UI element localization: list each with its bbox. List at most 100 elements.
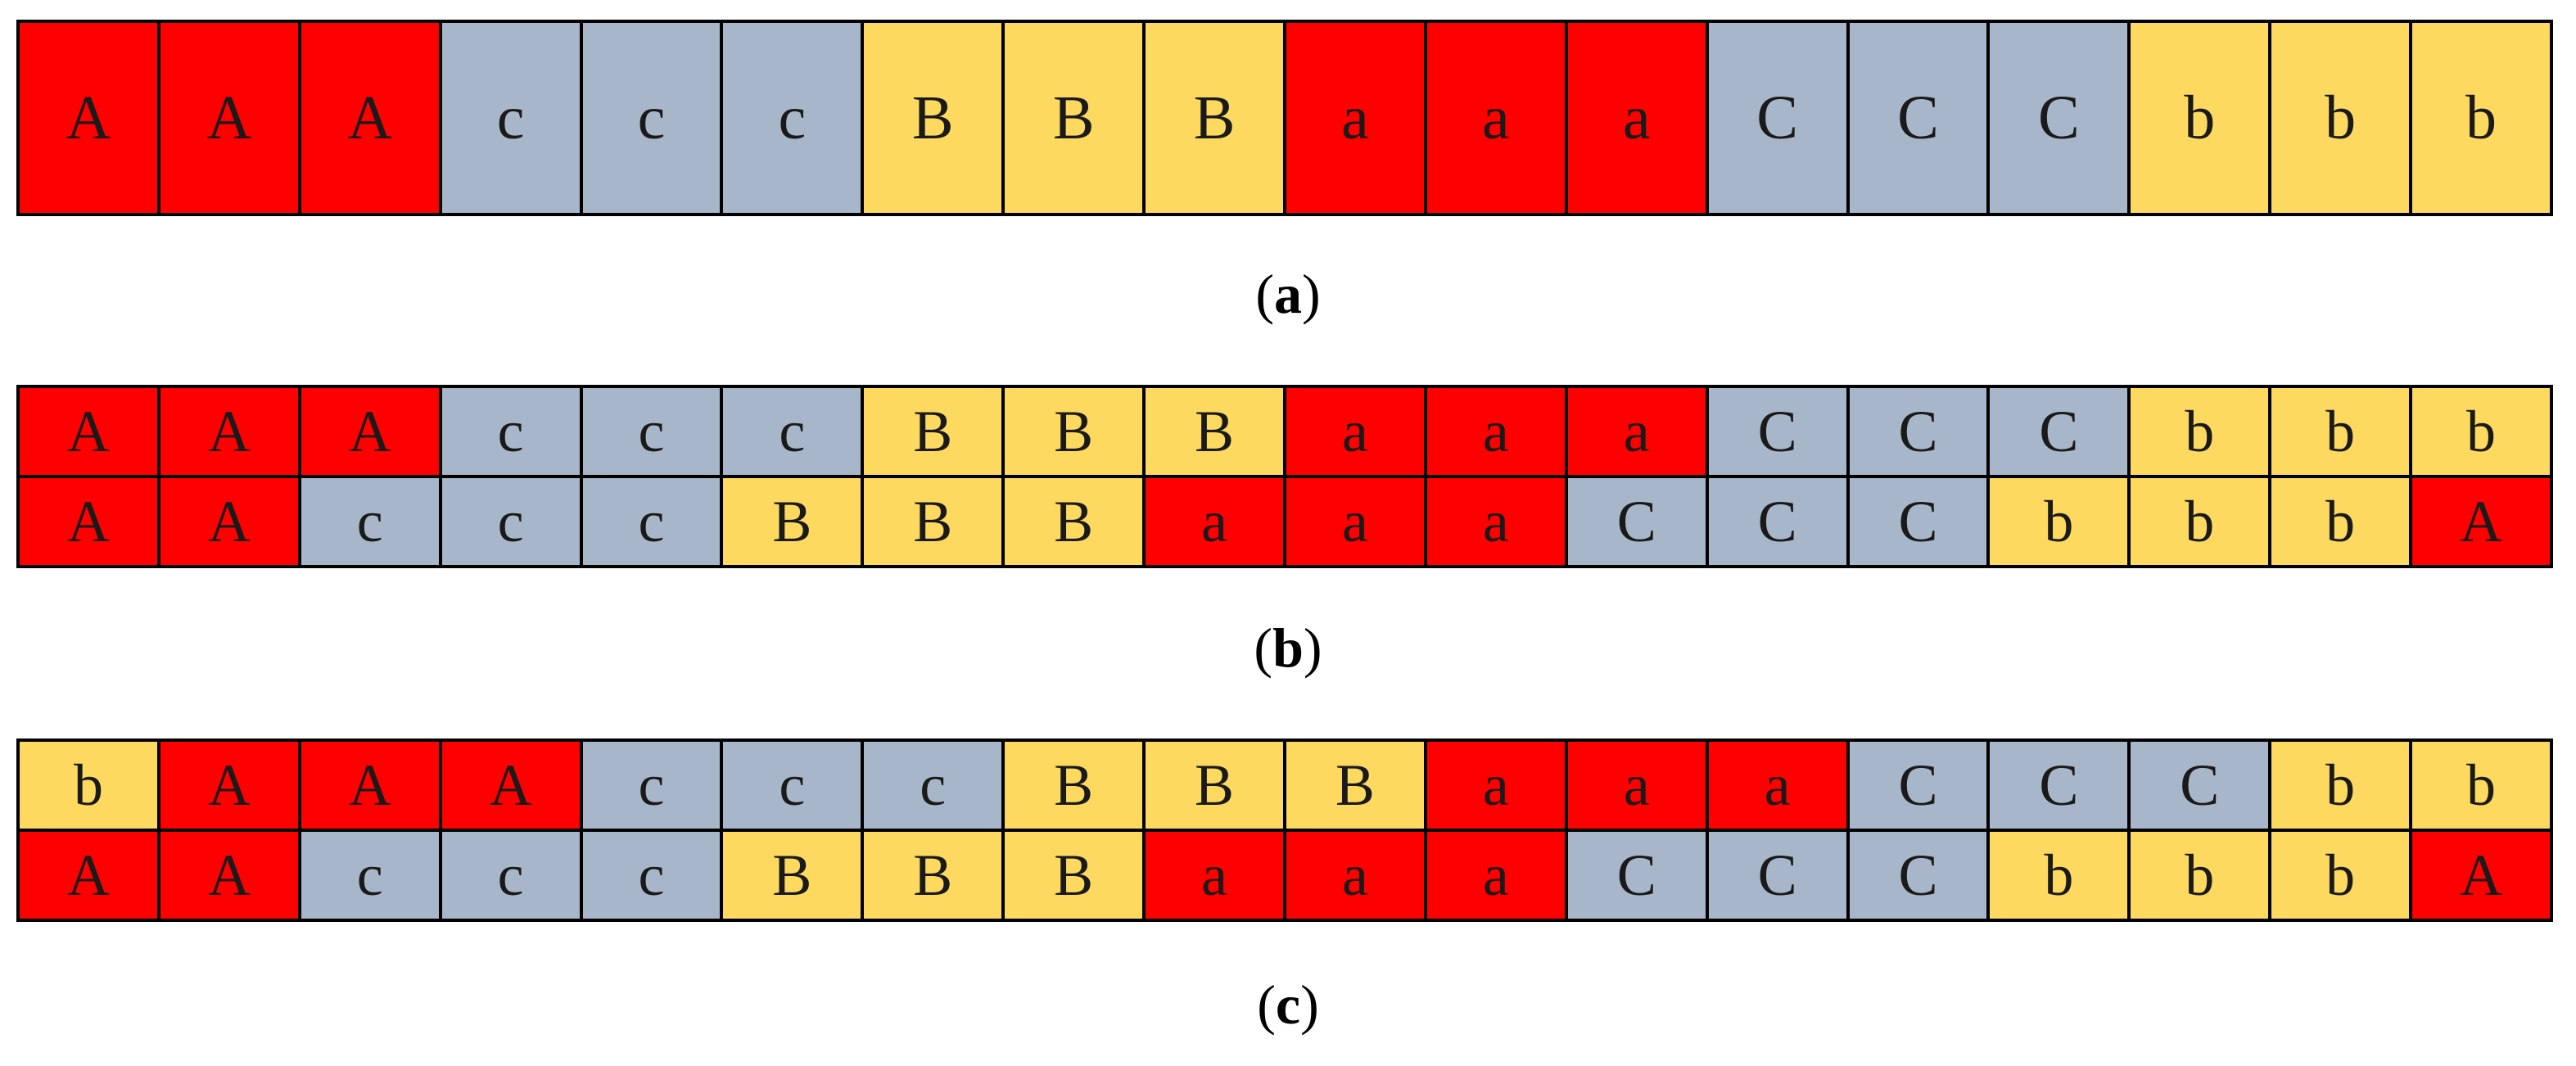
cell-c: c bbox=[582, 478, 724, 568]
caption-letter: c bbox=[1275, 973, 1301, 1036]
cell-C: C bbox=[1708, 388, 1850, 478]
cell-C: C bbox=[1708, 832, 1850, 922]
caption-open-paren: ( bbox=[1257, 973, 1276, 1036]
cell-C: C bbox=[1849, 23, 1991, 216]
cell-b: b bbox=[1990, 832, 2131, 922]
cell-b: b bbox=[2271, 388, 2413, 478]
cell-C: C bbox=[1849, 832, 1991, 922]
cell-c: c bbox=[301, 832, 442, 922]
cell-b: b bbox=[2131, 478, 2272, 568]
cell-b: b bbox=[2412, 23, 2553, 216]
cell-a: a bbox=[1286, 832, 1427, 922]
cell-C: C bbox=[1567, 832, 1709, 922]
cell-B: B bbox=[1005, 388, 1146, 478]
caption-close-paren: ) bbox=[1303, 617, 1322, 679]
cell-b: b bbox=[1990, 478, 2131, 568]
cell-c: c bbox=[301, 478, 442, 568]
cell-C: C bbox=[1567, 478, 1709, 568]
cell-B: B bbox=[864, 478, 1006, 568]
cell-C: C bbox=[1849, 478, 1991, 568]
cell-b: b bbox=[2412, 742, 2553, 832]
caption-close-paren: ) bbox=[1300, 973, 1319, 1036]
cell-A: A bbox=[160, 23, 301, 216]
cell-c: c bbox=[441, 832, 583, 922]
cell-b: b bbox=[2271, 832, 2413, 922]
cell-B: B bbox=[1005, 742, 1146, 832]
cell-A: A bbox=[20, 388, 160, 478]
cell-B: B bbox=[1146, 23, 1286, 216]
cell-a: a bbox=[1567, 23, 1709, 216]
cell-B: B bbox=[1286, 742, 1427, 832]
caption-letter: b bbox=[1272, 617, 1304, 679]
cell-A: A bbox=[160, 478, 301, 568]
caption-open-paren: ( bbox=[1254, 617, 1273, 679]
cell-c: c bbox=[864, 742, 1006, 832]
cell-B: B bbox=[864, 388, 1006, 478]
cell-A: A bbox=[2412, 478, 2553, 568]
caption-c: (c) bbox=[0, 973, 2576, 1037]
caption-b: (b) bbox=[0, 616, 2576, 680]
cell-A: A bbox=[160, 832, 301, 922]
cell-b: b bbox=[2271, 478, 2413, 568]
cell-C: C bbox=[2131, 742, 2272, 832]
cell-A: A bbox=[301, 388, 442, 478]
cell-C: C bbox=[1990, 388, 2131, 478]
cell-b: b bbox=[2412, 388, 2553, 478]
cell-B: B bbox=[1005, 478, 1146, 568]
cell-c: c bbox=[723, 23, 865, 216]
caption-open-paren: ( bbox=[1255, 263, 1274, 325]
cell-C: C bbox=[1990, 23, 2131, 216]
cell-a: a bbox=[1286, 388, 1427, 478]
caption-letter: a bbox=[1274, 263, 1302, 325]
cell-A: A bbox=[441, 742, 583, 832]
cell-B: B bbox=[864, 23, 1006, 216]
cell-a: a bbox=[1146, 478, 1286, 568]
cell-A: A bbox=[301, 742, 442, 832]
cell-C: C bbox=[1990, 742, 2131, 832]
cell-B: B bbox=[1005, 832, 1146, 922]
cell-b: b bbox=[2131, 832, 2272, 922]
cell-C: C bbox=[1849, 742, 1991, 832]
cell-c: c bbox=[723, 388, 865, 478]
cell-B: B bbox=[723, 832, 865, 922]
cell-C: C bbox=[1708, 23, 1850, 216]
cell-A: A bbox=[2412, 832, 2553, 922]
cell-c: c bbox=[723, 742, 865, 832]
cell-c: c bbox=[582, 742, 724, 832]
cell-a: a bbox=[1426, 388, 1568, 478]
cell-A: A bbox=[20, 832, 160, 922]
cell-B: B bbox=[1146, 742, 1286, 832]
cell-a: a bbox=[1286, 23, 1427, 216]
cell-c: c bbox=[582, 388, 724, 478]
caption-close-paren: ) bbox=[1302, 263, 1321, 325]
cell-a: a bbox=[1146, 832, 1286, 922]
cell-a: a bbox=[1426, 478, 1568, 568]
cell-a: a bbox=[1567, 742, 1709, 832]
cell-a: a bbox=[1426, 23, 1568, 216]
cell-c: c bbox=[441, 388, 583, 478]
cell-b: b bbox=[2271, 742, 2413, 832]
cell-A: A bbox=[20, 478, 160, 568]
cell-b: b bbox=[20, 742, 160, 832]
cell-a: a bbox=[1426, 742, 1568, 832]
cell-a: a bbox=[1286, 478, 1427, 568]
cell-A: A bbox=[160, 742, 301, 832]
cell-b: b bbox=[2271, 23, 2413, 216]
cell-b: b bbox=[2131, 23, 2272, 216]
cell-C: C bbox=[1708, 478, 1850, 568]
cell-b: b bbox=[2131, 388, 2272, 478]
cell-A: A bbox=[20, 23, 160, 216]
cell-c: c bbox=[441, 478, 583, 568]
cell-B: B bbox=[864, 832, 1006, 922]
cell-C: C bbox=[1849, 388, 1991, 478]
cell-c: c bbox=[582, 832, 724, 922]
cell-A: A bbox=[160, 388, 301, 478]
cell-A: A bbox=[301, 23, 442, 216]
caption-a: (a) bbox=[0, 262, 2576, 327]
cell-c: c bbox=[441, 23, 583, 216]
cell-B: B bbox=[1146, 388, 1286, 478]
cell-B: B bbox=[723, 478, 865, 568]
